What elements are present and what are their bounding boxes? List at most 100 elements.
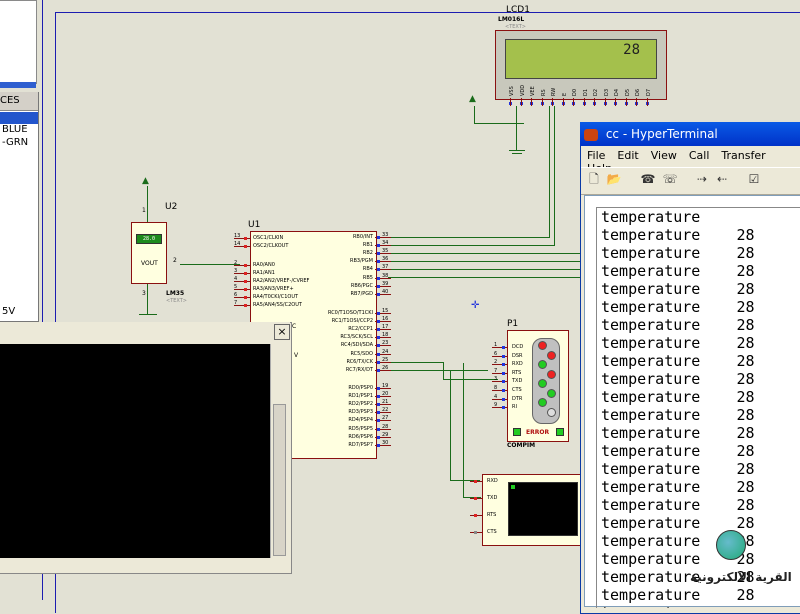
mcu-pin-marker [377, 244, 380, 248]
mcu-pin-number: 28 [382, 423, 389, 430]
mcu-pin-lead [375, 245, 391, 247]
mcu-pin-marker [244, 304, 247, 307]
lcd-pin-lead [615, 98, 616, 106]
disconnect-icon[interactable]: ☏ [662, 172, 678, 186]
mcu-pin-number: 37 [382, 264, 389, 271]
mcu-pin-marker [377, 368, 380, 372]
mcu-pin-lead [234, 238, 250, 239]
wire-rb0 [388, 237, 550, 238]
menu-item-call[interactable]: Call [688, 149, 710, 162]
mcu-pin-number: 24 [382, 348, 389, 355]
compim-signal-led [538, 398, 547, 407]
hyperterminal-titlebar[interactable]: cc - HyperTerminal [580, 122, 800, 146]
lcd-pin-label: VSS [509, 86, 515, 96]
wire-sensor-vcc [147, 186, 148, 222]
compim-pin-name: RTS [512, 369, 522, 376]
devices-panel[interactable] [0, 92, 39, 322]
menu-item-edit[interactable]: Edit [617, 149, 639, 162]
lcd-pin-label: VDD [519, 84, 526, 96]
mcu-pin-lead [375, 237, 391, 238]
new-connection-icon[interactable]: 🗋 [589, 172, 599, 186]
open-icon[interactable]: 📂 [606, 172, 622, 186]
mcu-pin-lead [375, 369, 391, 371]
mcu-pin-number: 3 [234, 268, 238, 274]
compim-pin-name: DTR [512, 395, 523, 402]
menu-item-view[interactable]: View [650, 149, 677, 162]
compim-pin-number: 6 [494, 350, 498, 357]
wire-sensor-ra0 [180, 264, 240, 265]
mcu-pin-lead [375, 396, 391, 398]
mcu-pin-marker [377, 435, 380, 439]
mcu-pin-number: 19 [382, 383, 389, 389]
compim-pin-marker [502, 389, 505, 392]
mcu-pin-number: 38 [382, 272, 389, 279]
lcd-pin-label: D0 [572, 88, 578, 96]
lcd-pin-label: RS [540, 89, 547, 96]
mcu-pin-number: 18 [382, 332, 389, 339]
compim-signal-led [547, 369, 556, 379]
wire-vdd [474, 123, 524, 124]
temperature-sensor[interactable] [131, 222, 167, 284]
scrollbar-thumb[interactable] [273, 404, 286, 556]
mcu-pin-marker [244, 237, 247, 240]
terminal-line: temperature 28 [601, 244, 755, 262]
ground-icon [509, 150, 525, 151]
wire-sensor-gnd [147, 284, 148, 314]
compim-signal-led [547, 388, 556, 398]
compim-pin-number: 1 [494, 342, 498, 348]
devices-selected-row[interactable] [0, 112, 38, 124]
menu-item-transfer[interactable]: Transfer [721, 149, 766, 162]
device-item-voltage: 5V [2, 306, 16, 317]
devices-header: CES [0, 92, 38, 111]
hyperterminal-terminal-area[interactable] [584, 195, 800, 607]
mcu-pin-lead [375, 353, 391, 355]
mcu-pin-marker [377, 427, 380, 431]
mcu-pin-number: 23 [382, 340, 389, 347]
mcu-pin-name: RB7/PGD [350, 290, 373, 297]
mcu-pin-lead [375, 436, 391, 438]
hyperterminal-toolbar [581, 167, 800, 195]
close-icon[interactable]: × [274, 324, 290, 340]
connect-icon[interactable]: ☎ [640, 172, 656, 186]
mcu-pin-name: OSC1/CLKIN [253, 235, 284, 241]
sheet-border [55, 12, 800, 613]
power-arrow-icon: ▲ [469, 94, 476, 104]
virtual-terminal-titlebar[interactable] [0, 322, 290, 340]
mcu-pin-marker [377, 403, 380, 407]
compim-status-led [513, 428, 521, 436]
device-item[interactable]: -GRN [2, 137, 29, 148]
wire-vdd-up [474, 106, 475, 124]
lcd-part: LM016L [498, 16, 525, 23]
mcu-pin-lead [375, 428, 391, 430]
lcd-pin-lead [541, 98, 543, 106]
vterm-pin-name: RTS [487, 512, 497, 518]
mcu-pin-lead [234, 289, 250, 290]
lcd-text-tag: <TEXT> [505, 24, 526, 30]
compim-pin-lead [492, 347, 507, 348]
vterm-pin-marker [474, 480, 477, 483]
menu-item-file[interactable]: File [587, 149, 606, 162]
receive-icon[interactable]: ⇠ [716, 172, 728, 186]
compim-pin-name: RI [512, 404, 517, 411]
device-item[interactable]: BLUE [2, 124, 28, 135]
send-icon[interactable]: ⇢ [696, 172, 708, 186]
compim-pin-number: 2 [494, 359, 498, 366]
terminal-line: temperature 28 [601, 388, 755, 406]
wire-rb4 [388, 269, 580, 270]
properties-icon[interactable]: ☑ [748, 172, 760, 186]
virtual-terminal-scrollbar[interactable] [270, 344, 287, 558]
compim-pin-marker [502, 346, 505, 349]
mcu-pin-number: 22 [382, 407, 389, 414]
lcd-value: 28 [623, 42, 640, 58]
mcu-pin-lead [375, 345, 391, 347]
mcu-pin-lead [234, 297, 250, 298]
compim-signal-led [538, 360, 547, 369]
vterm-pin-name: RXD [487, 478, 498, 484]
compim-pin-marker [502, 371, 505, 375]
virtual-terminal-screen[interactable] [0, 344, 270, 558]
mcu-pin-marker [377, 236, 380, 239]
mcu-pin-marker [377, 268, 380, 272]
compim-signal-led [547, 350, 556, 360]
mcu-pin-lead [375, 285, 391, 287]
mcu-pin-marker [377, 336, 380, 340]
